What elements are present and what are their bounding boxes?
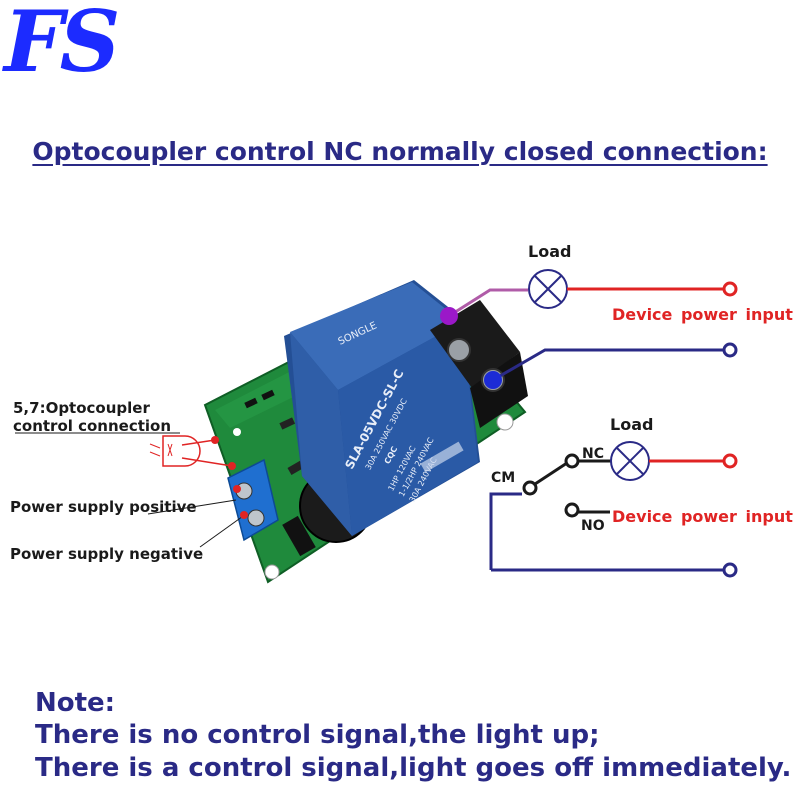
nc-contact — [564, 453, 580, 469]
blue-wire — [492, 348, 724, 382]
supply-negative-label: Power supply negative — [10, 545, 203, 563]
opto-pin-dot — [228, 462, 236, 470]
fs-logo: FS — [4, 0, 120, 91]
negative-pin-dot — [240, 511, 248, 519]
relay-label-sticker — [420, 441, 464, 473]
red-terminal — [722, 281, 738, 297]
opto-wire — [181, 439, 216, 446]
relay-top — [290, 282, 462, 390]
cm-contact — [522, 480, 538, 496]
no-label: NO — [581, 518, 605, 534]
mounting-hole — [264, 564, 280, 580]
note-line-2: There is a control signal,light goes off… — [35, 753, 792, 783]
note-line-1: There is no control signal,the light up; — [35, 720, 600, 750]
load-label-right: Load — [610, 415, 653, 434]
supply-positive-label: Power supply positive — [10, 498, 197, 516]
device-power-label-right: Device power input — [612, 507, 793, 526]
load-label-top: Load — [528, 242, 571, 261]
terminal-screw — [447, 338, 471, 362]
purple-connection-dot — [440, 307, 458, 325]
cm-wire — [489, 492, 522, 570]
page-title: Optocoupler control NC normally closed c… — [32, 137, 768, 166]
red-terminal — [722, 453, 738, 469]
switch-arm — [534, 461, 568, 486]
opto-arrow — [149, 443, 161, 449]
nc-label: NC — [582, 446, 604, 462]
blue-connection-dot — [484, 371, 502, 389]
device-power-label-top: Device power input — [612, 305, 793, 324]
blue-terminal — [722, 562, 738, 578]
relay-front — [290, 332, 352, 536]
smd-component — [261, 389, 275, 401]
cm-label: CM — [491, 470, 515, 486]
switch-schematic — [489, 441, 738, 578]
mounting-hole — [496, 413, 514, 431]
jumper-header — [282, 515, 316, 557]
positive-pin-dot — [233, 485, 241, 493]
opto-body — [162, 435, 201, 467]
smd-component — [279, 417, 296, 430]
terminal-screw — [247, 509, 265, 527]
no-contact — [564, 502, 580, 518]
opto-label-line1: 5,7:Optocoupler — [13, 399, 150, 417]
positive-leader-line — [147, 499, 237, 515]
opto-label-line2: control connection — [13, 417, 171, 435]
optocoupler-symbol — [149, 435, 236, 470]
note-heading: Note: — [35, 688, 116, 718]
blue-terminal — [722, 342, 738, 358]
smd-component — [244, 397, 258, 409]
opto-pin-dot — [211, 436, 219, 444]
relay: SLA-05VDC-SL-C 30A 250VAC 30VDC 1HP 120V… — [284, 280, 480, 536]
top-load-circuit — [440, 269, 738, 389]
input-terminal-block — [227, 458, 280, 580]
opto-wire — [181, 457, 233, 467]
led — [233, 428, 241, 436]
relay-side — [338, 322, 478, 536]
purple-wire — [448, 288, 528, 318]
negative-leader-line — [199, 513, 247, 548]
opto-arrow — [149, 451, 161, 457]
